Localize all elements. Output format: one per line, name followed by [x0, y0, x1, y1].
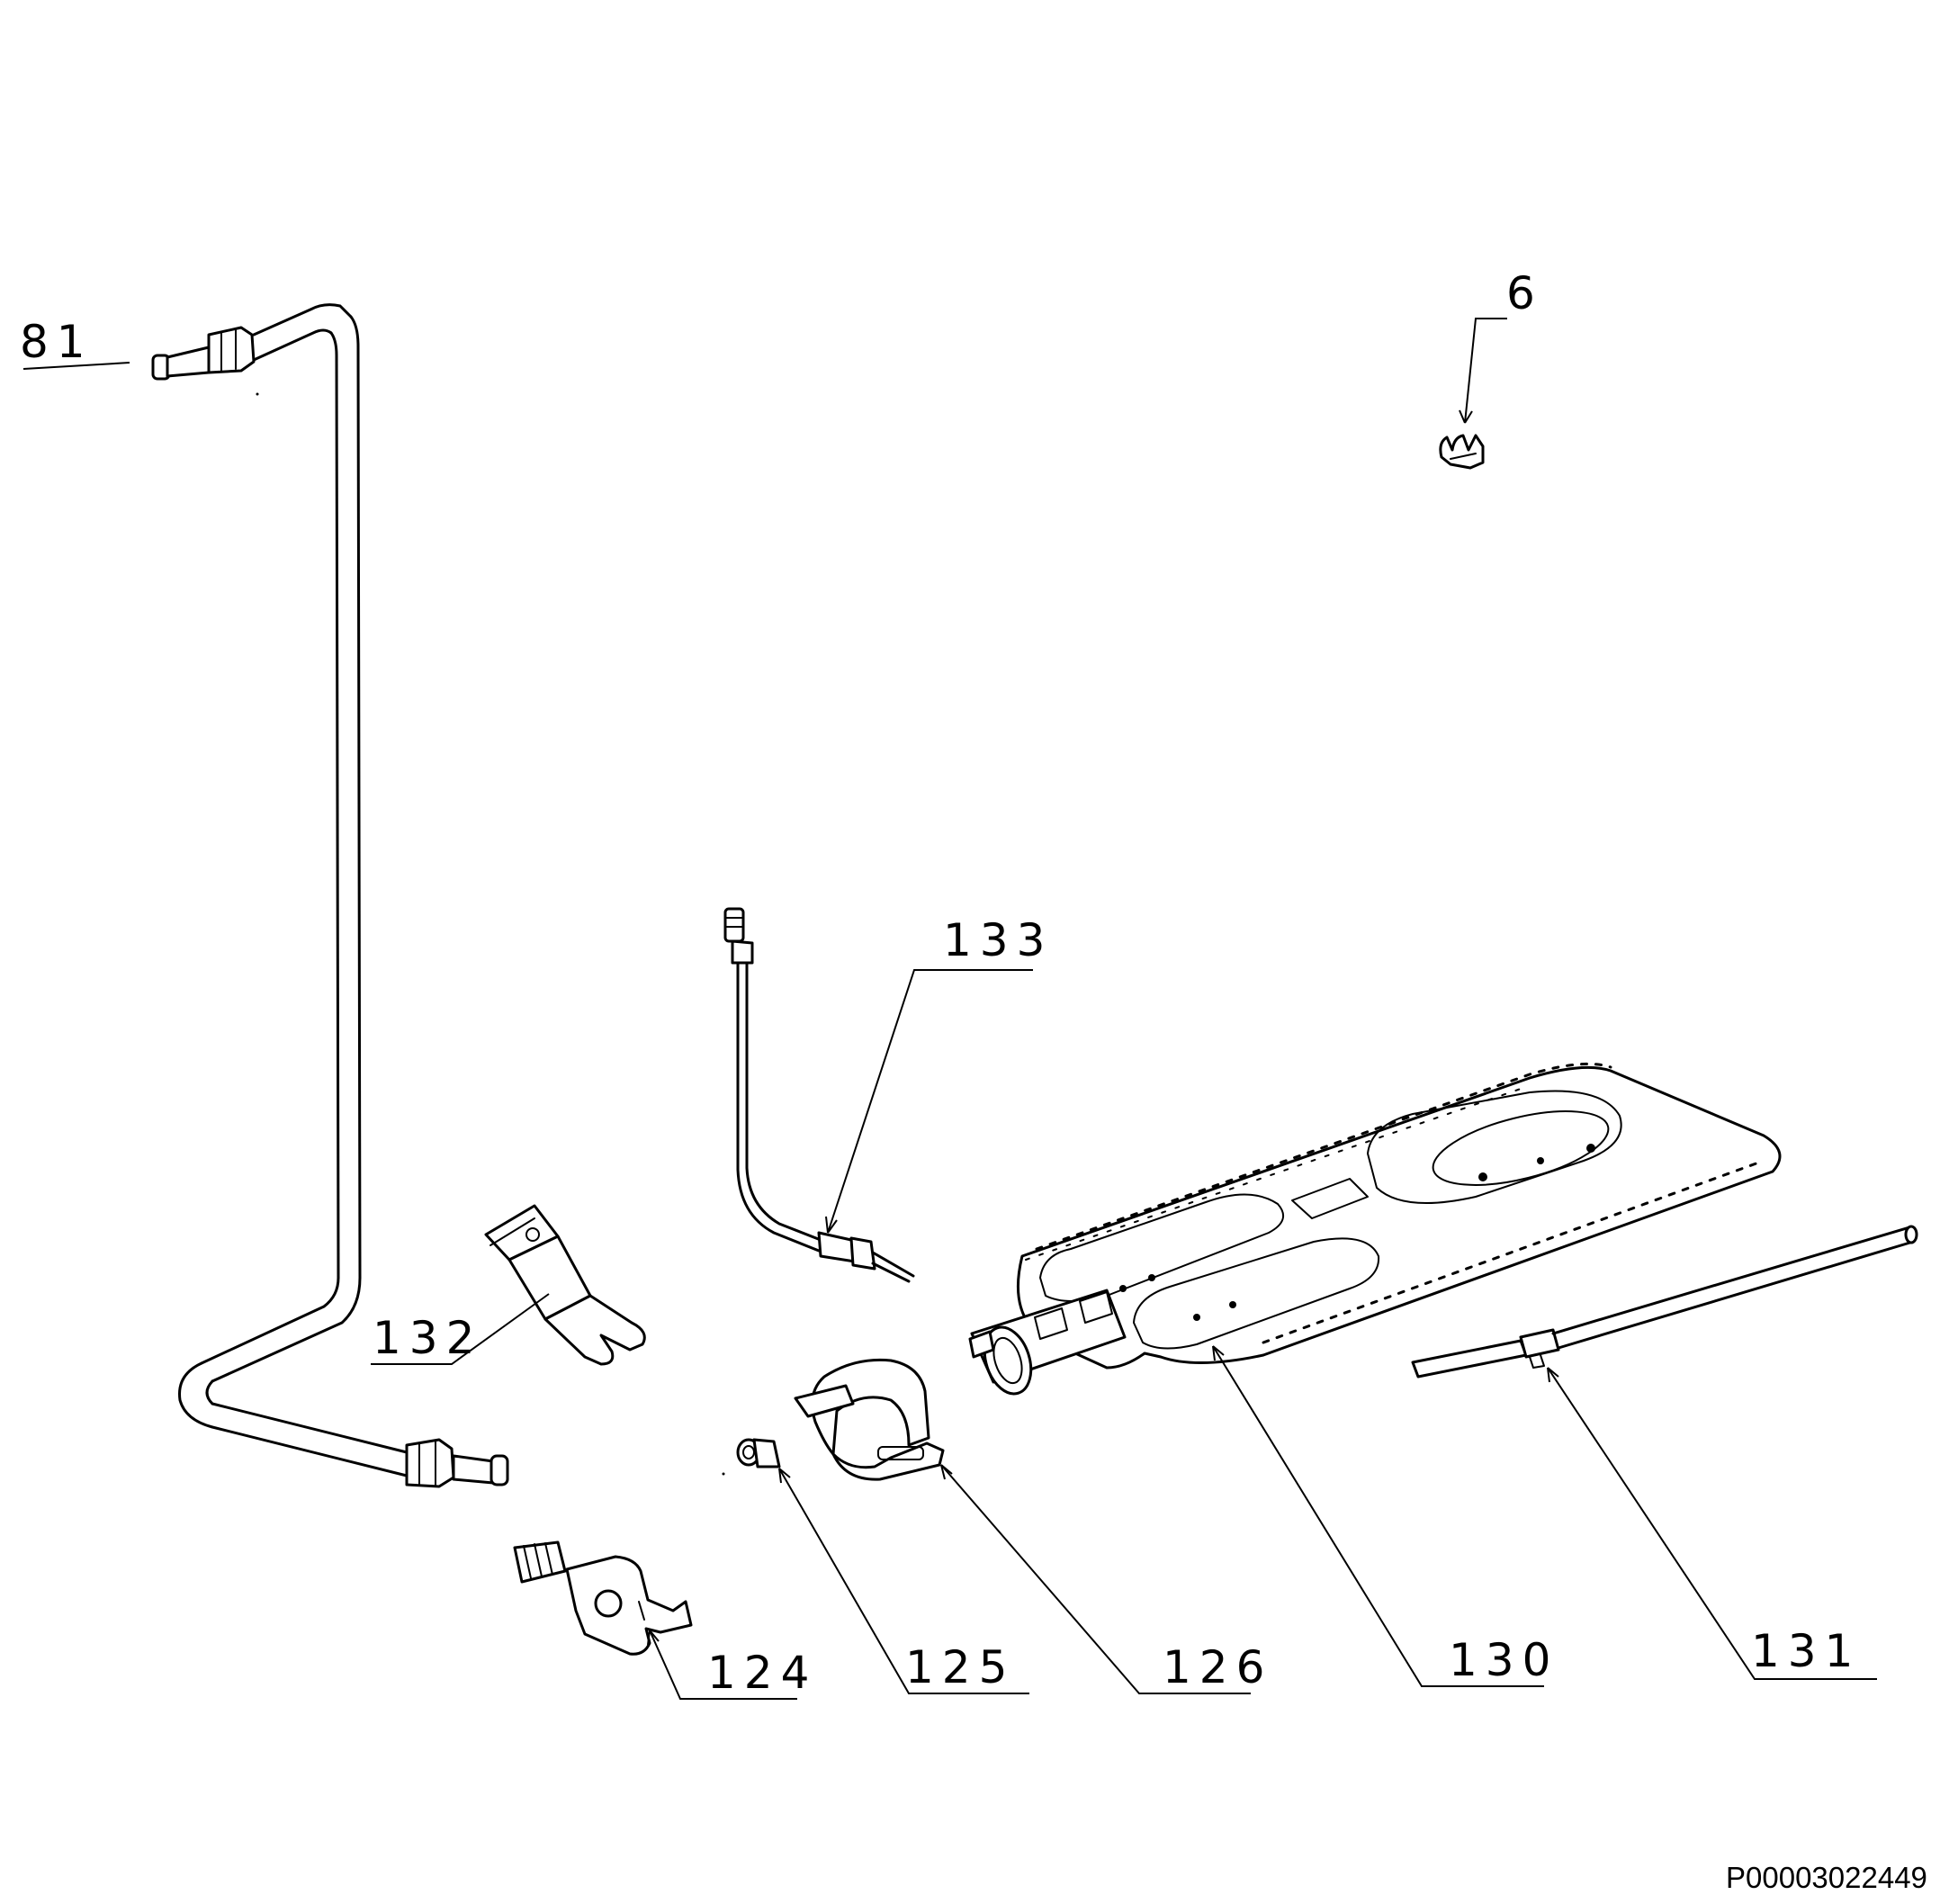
part-126-pipe-clamp	[794, 1358, 945, 1481]
part-131-ignition-rod	[1411, 1225, 1918, 1379]
leader-130	[1212, 1345, 1544, 1687]
part-6-clip	[1439, 434, 1485, 470]
leader-133	[827, 969, 1033, 1234]
callout-126: 126	[1163, 1641, 1272, 1693]
callout-130: 130	[1449, 1634, 1558, 1686]
callout-125: 125	[905, 1641, 1015, 1693]
part-130-burner	[968, 1062, 1782, 1396]
leader-81	[22, 362, 130, 370]
leader-125	[778, 1468, 1029, 1694]
part-133-thermocouple	[723, 907, 915, 1283]
part-81-gas-pipe	[151, 303, 509, 1488]
part-132-bracket	[484, 1204, 646, 1366]
callout-132: 132	[373, 1312, 482, 1364]
callout-124: 124	[707, 1647, 817, 1699]
part-125-nozzle	[736, 1438, 781, 1468]
callout-6: 6	[1506, 267, 1543, 319]
leader-132	[371, 1293, 550, 1365]
callout-81: 81	[20, 316, 94, 368]
leader-124	[649, 1630, 797, 1700]
callout-131: 131	[1751, 1625, 1861, 1677]
part-124-valve-block	[513, 1540, 693, 1656]
leader-131	[1547, 1367, 1877, 1680]
document-id: P00003022449	[1726, 1861, 1927, 1894]
leader-126	[940, 1464, 1251, 1694]
callout-133: 133	[943, 914, 1053, 966]
leader-6	[1464, 318, 1507, 424]
